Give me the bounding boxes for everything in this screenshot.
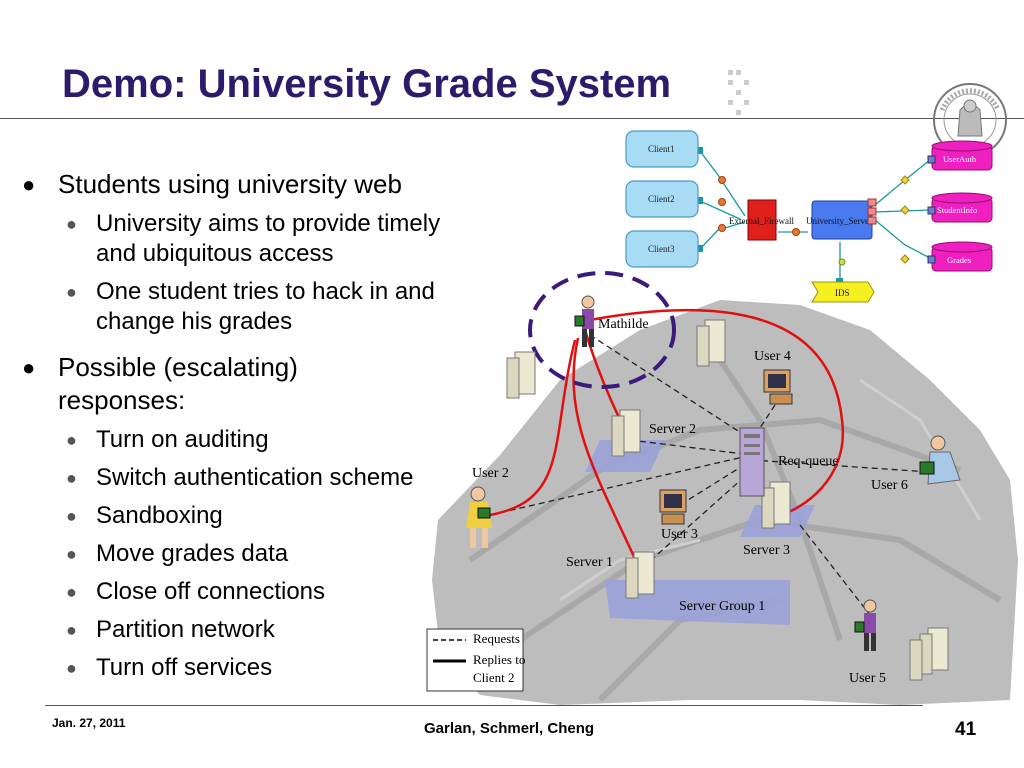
firewall-node <box>747 199 777 241</box>
bullet-item: ●Possible (escalating) responses: <box>22 352 298 415</box>
slide-title: Demo: University Grade System <box>62 62 672 106</box>
sub-bullet-item: ●Move grades data <box>66 540 289 567</box>
sub-bullet-item: ●One student tries to hack in and change… <box>66 278 435 335</box>
footer-date: Jan. 27, 2011 <box>52 716 126 730</box>
bullet-list: ●Students using university web ●Universi… <box>22 168 492 691</box>
svg-text:StudentInfo: StudentInfo <box>937 205 977 215</box>
svg-text:Client3: Client3 <box>648 244 675 254</box>
server3-icon <box>761 481 791 529</box>
legend-replies-line2: Client 2 <box>473 670 515 685</box>
svg-text:IDS: IDS <box>835 288 850 298</box>
client3-node <box>625 230 699 268</box>
legend: Requests Replies to Client 2 <box>426 628 525 692</box>
attacker-highlight-circle <box>528 271 676 389</box>
mathilde-person-icon <box>574 295 595 347</box>
label-user2: User 2 <box>472 466 509 481</box>
legend-replies-line1: Replies to <box>473 652 525 667</box>
user5-person-icon <box>854 599 877 651</box>
architecture-diagram: Client1 Client2 Client3 External_Firewal… <box>625 130 993 303</box>
user6-person-icon <box>919 435 961 485</box>
sub-bullet-item: ●Turn on auditing <box>66 426 269 453</box>
grades-db <box>931 241 993 272</box>
server2-platform <box>585 440 665 472</box>
label-server1: Server 1 <box>566 555 613 570</box>
server-tower-top-left <box>506 351 536 399</box>
req-queue-icon <box>739 427 765 497</box>
user2-person-icon <box>466 486 492 548</box>
label-req-queue: Req-queue <box>778 454 839 469</box>
svg-text:UserAuth: UserAuth <box>943 154 977 164</box>
server-towers <box>506 319 949 681</box>
sub-bullet-item: ●Partition network <box>66 616 275 643</box>
legend-requests: Requests <box>473 631 520 646</box>
ids-node <box>811 281 875 303</box>
user3-computer-icon <box>659 489 687 525</box>
userauth-db <box>931 140 993 171</box>
sub-bullet-item: ●Turn off services <box>66 654 273 681</box>
server-tower-top-center <box>696 319 726 367</box>
server2-icon <box>611 409 641 457</box>
svg-text:Client1: Client1 <box>648 144 675 154</box>
decorative-pattern <box>728 70 749 115</box>
title-divider <box>0 118 1024 119</box>
footer-authors: Garlan, Schmerl, Cheng <box>424 720 595 737</box>
client1-node <box>625 130 699 168</box>
footer-divider <box>45 705 923 706</box>
svg-text:University_Server: University_Server <box>806 216 872 226</box>
svg-text:Grades: Grades <box>947 255 971 265</box>
sub-bullet-item: ●University aims to provide timely and u… <box>66 210 441 267</box>
label-user3: User 3 <box>661 527 698 542</box>
sub-bullet-item: ●Close off connections <box>66 578 326 605</box>
bullet-item: ●Students using university web <box>22 169 402 199</box>
label-server2: Server 2 <box>649 422 696 437</box>
user4-computer-icon <box>763 369 793 405</box>
label-user5: User 5 <box>849 671 886 686</box>
svg-text:External_Firewall: External_Firewall <box>729 216 794 226</box>
svg-text:Client2: Client2 <box>648 194 675 204</box>
label-user6: User 6 <box>871 478 908 493</box>
label-server3: Server 3 <box>743 543 790 558</box>
server-tower-bottom-right <box>909 627 949 681</box>
sub-bullet-item: ●Switch authentication scheme <box>66 464 414 491</box>
label-mathilde: Mathilde <box>598 317 649 332</box>
label-server-group: Server Group 1 <box>679 599 765 614</box>
sub-bullet-item: ●Sandboxing <box>66 502 223 529</box>
server1-icon <box>625 551 655 599</box>
page-number: 41 <box>955 719 977 740</box>
client2-node <box>625 180 699 218</box>
studentinfo-db <box>931 192 993 223</box>
label-user4: User 4 <box>754 349 791 364</box>
